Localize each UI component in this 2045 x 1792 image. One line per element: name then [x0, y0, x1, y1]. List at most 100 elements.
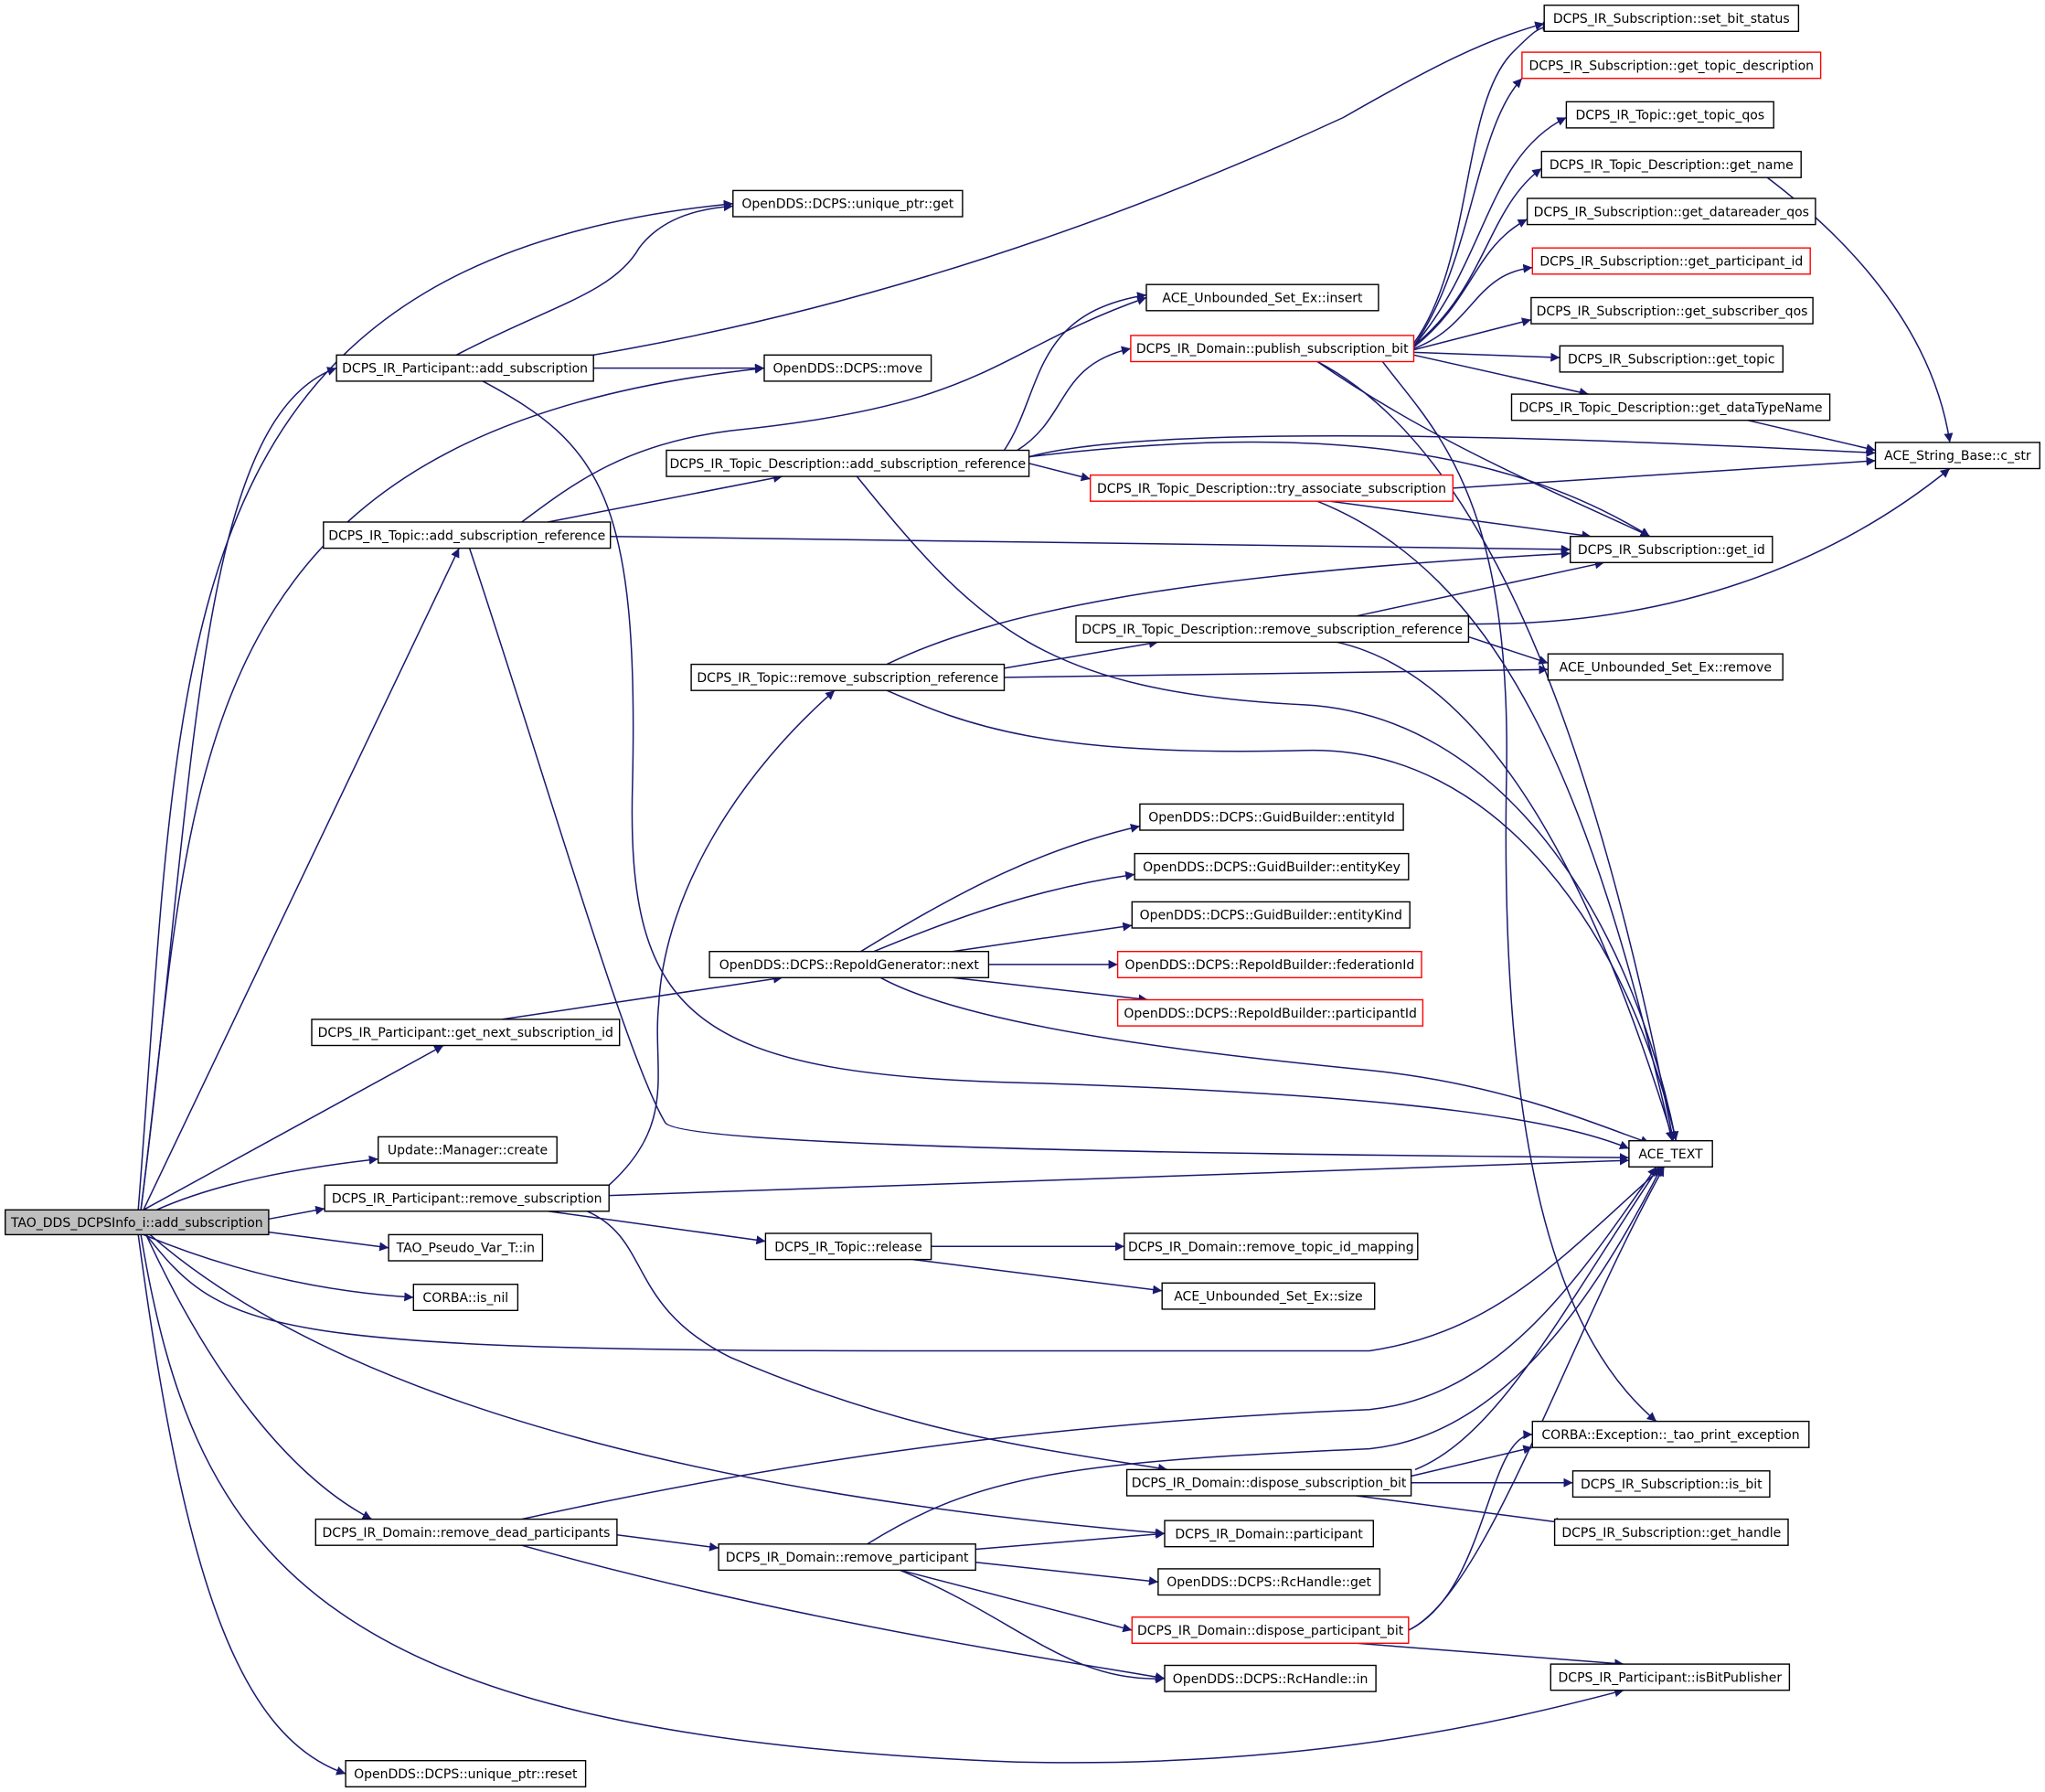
function-node[interactable]: ACE_Unbounded_Set_Ex::remove: [1547, 653, 1784, 681]
call-edge-n32-n39: [586, 1211, 1168, 1473]
function-node[interactable]: OpenDDS::DCPS::RepoIdBuilder::participan…: [1116, 998, 1424, 1027]
function-node[interactable]: DCPS_IR_Participant::isBitPublisher: [1550, 1663, 1791, 1691]
function-node[interactable]: DCPS_IR_Domain::remove_topic_id_mapping: [1124, 1232, 1419, 1261]
function-node[interactable]: DCPS_IR_Topic::release: [764, 1232, 932, 1261]
function-node[interactable]: CORBA::is_nil: [412, 1283, 519, 1311]
function-node[interactable]: DCPS_IR_Domain::publish_subscription_bit: [1130, 335, 1415, 363]
call-edge-n15-n30: [1316, 360, 1677, 1141]
function-node[interactable]: DCPS_IR_Participant::add_subscription: [336, 354, 594, 382]
function-node[interactable]: ACE_String_Base::c_str: [1874, 442, 2041, 470]
call-edge-root-n42: [145, 1234, 372, 1520]
node-box: [1075, 615, 1470, 644]
call-edge-n32-n30: [609, 1156, 1629, 1197]
node-label: OpenDDS::DCPS::unique_ptr::reset: [354, 1767, 578, 1782]
call-edge-n29-n26: [502, 974, 783, 1020]
function-node[interactable]: OpenDDS::DCPS::RcHandle::in: [1164, 1664, 1377, 1692]
node-label: OpenDDS::DCPS::RepoIdBuilder::federation…: [1125, 958, 1415, 973]
call-edge-n46-n48: [1356, 1642, 1624, 1669]
call-edge-n2-n1: [455, 202, 733, 356]
function-node[interactable]: DCPS_IR_Domain::dispose_subscription_bit: [1125, 1468, 1412, 1497]
call-edge-root-n33: [268, 1231, 389, 1252]
call-edge-n18-n16: [548, 474, 783, 523]
function-node[interactable]: DCPS_IR_Domain::remove_dead_participants: [314, 1518, 618, 1546]
function-node[interactable]: DCPS_IR_Subscription::is_bit: [1571, 1470, 1771, 1499]
function-node[interactable]: DCPS_IR_Topic::remove_subscription_refer…: [690, 663, 1006, 691]
function-node[interactable]: DCPS_IR_Topic::get_topic_qos: [1565, 101, 1774, 129]
function-node[interactable]: OpenDDS::DCPS::GuidBuilder::entityId: [1139, 803, 1404, 831]
function-node[interactable]: DCPS_IR_Participant::remove_subscription: [324, 1184, 610, 1212]
call-edge-n21-n20: [1004, 639, 1159, 669]
function-node[interactable]: DCPS_IR_Participant::get_next_subscripti…: [311, 1019, 621, 1047]
function-node[interactable]: OpenDDS::DCPS::RepoIdGenerator::next: [708, 950, 990, 978]
call-edge-root-n36: [143, 1233, 414, 1302]
node-box: [1145, 283, 1379, 312]
function-node[interactable]: OpenDDS::DCPS::move: [763, 354, 932, 382]
function-node[interactable]: OpenDDS::DCPS::RcHandle::get: [1157, 1568, 1381, 1596]
call-edge-n20-n22: [1468, 635, 1549, 665]
function-node[interactable]: DCPS_IR_Domain::participant: [1164, 1520, 1375, 1548]
call-edge-n15-n10: [1413, 317, 1532, 351]
call-edge-root-n18: [143, 548, 460, 1211]
function-node[interactable]: DCPS_IR_Subscription::get_participant_id: [1531, 247, 1811, 275]
function-node[interactable]: ACE_TEXT: [1628, 1139, 1713, 1168]
function-node[interactable]: OpenDDS::DCPS::GuidBuilder::entityKey: [1134, 852, 1410, 880]
function-node[interactable]: DCPS_IR_Topic_Description::get_dataTypeN…: [1510, 393, 1831, 421]
call-edge-root-n32: [268, 1205, 325, 1221]
node-label: OpenDDS::DCPS::RcHandle::in: [1173, 1672, 1369, 1687]
function-node[interactable]: ACE_Unbounded_Set_Ex::size: [1161, 1282, 1376, 1310]
function-node[interactable]: Update::Manager::create: [378, 1136, 558, 1164]
function-node[interactable]: DCPS_IR_Topic_Description::add_subscript…: [666, 449, 1030, 477]
call-edge-n46-n30: [1408, 1166, 1666, 1631]
node-label: DCPS_IR_Domain::remove_dead_participants: [323, 1526, 611, 1541]
function-node[interactable]: DCPS_IR_Domain::remove_participant: [718, 1543, 976, 1572]
function-node[interactable]: OpenDDS::DCPS::unique_ptr::reset: [345, 1759, 587, 1787]
node-label: OpenDDS::DCPS::unique_ptr::get: [741, 197, 953, 212]
function-node[interactable]: DCPS_IR_Domain::dispose_participant_bit: [1131, 1616, 1410, 1644]
call-edge-root-n49: [137, 1234, 346, 1776]
function-node[interactable]: DCPS_IR_Topic_Description::remove_subscr…: [1075, 615, 1470, 644]
function-node[interactable]: DCPS_IR_Subscription::get_topic_descript…: [1521, 51, 1822, 80]
function-node[interactable]: OpenDDS::DCPS::RepoIdBuilder::federation…: [1116, 950, 1422, 978]
call-edge-n15-n4: [1412, 21, 1552, 344]
call-edge-n26-n24: [873, 870, 1135, 953]
node-label: DCPS_IR_Subscription::get_topic: [1568, 353, 1775, 368]
node-label: DCPS_IR_Subscription::get_participant_id: [1539, 255, 1803, 270]
node-label: DCPS_IR_Subscription::get_handle: [1561, 1526, 1781, 1541]
function-node[interactable]: DCPS_IR_Subscription::get_datareader_qos: [1526, 197, 1816, 226]
node-label: DCPS_IR_Participant::get_next_subscripti…: [318, 1026, 613, 1040]
function-node[interactable]: DCPS_IR_Subscription::get_subscriber_qos: [1530, 296, 1814, 325]
call-edge-n21-n30: [886, 689, 1678, 1141]
function-node[interactable]: DCPS_IR_Topic::add_subscription_referenc…: [323, 521, 612, 549]
node-box: [378, 1136, 558, 1164]
function-node[interactable]: CORBA::Exception::_tao_print_exception: [1531, 1420, 1810, 1448]
call-edge-n12-n13: [1747, 419, 1876, 453]
function-node[interactable]: OpenDDS::DCPS::GuidBuilder::entityKind: [1131, 901, 1411, 929]
function-node[interactable]: OpenDDS::DCPS::unique_ptr::get: [732, 189, 964, 218]
node-box: [4, 1209, 270, 1236]
function-node[interactable]: DCPS_IR_Subscription::set_bit_status: [1543, 4, 1800, 33]
call-edge-n44-n45: [975, 1562, 1158, 1586]
call-edge-root-n2: [140, 367, 337, 1211]
node-label: DCPS_IR_Domain::dispose_participant_bit: [1137, 1624, 1404, 1638]
function-node[interactable]: DCPS_IR_Topic_Description::get_name: [1540, 150, 1802, 178]
function-node[interactable]: DCPS_IR_Subscription::get_id: [1569, 536, 1773, 564]
edge-layer: [137, 21, 1954, 1776]
node-label: DCPS_IR_Subscription::get_subscriber_qos: [1537, 304, 1808, 319]
function-node[interactable]: TAO_Pseudo_Var_T::in: [388, 1233, 544, 1262]
node-label: ACE_TEXT: [1638, 1147, 1703, 1162]
call-edge-n26-n30: [879, 976, 1650, 1145]
node-label: DCPS_IR_Subscription::get_datareader_qos: [1534, 205, 1809, 219]
node-label: TAO_Pseudo_Var_T::in: [396, 1242, 535, 1256]
call-edge-root-n30: [145, 1166, 1664, 1352]
function-node[interactable]: ACE_Unbounded_Set_Ex::insert: [1145, 283, 1379, 312]
node-box: [1531, 247, 1811, 275]
node-label: DCPS_IR_Topic::release: [774, 1240, 921, 1254]
node-label: OpenDDS::DCPS::GuidBuilder::entityKind: [1140, 909, 1402, 923]
call-edge-n20-n13: [1468, 467, 1951, 625]
node-box: [1139, 803, 1404, 831]
function-node[interactable]: DCPS_IR_Subscription::get_topic: [1559, 345, 1784, 373]
function-node[interactable]: DCPS_IR_Topic_Description::try_associate…: [1089, 474, 1454, 502]
call-edge-root-n43: [149, 1233, 1166, 1538]
function-node[interactable]: DCPS_IR_Subscription::get_handle: [1553, 1518, 1789, 1546]
call-edge-n44-n47: [900, 1569, 1166, 1684]
